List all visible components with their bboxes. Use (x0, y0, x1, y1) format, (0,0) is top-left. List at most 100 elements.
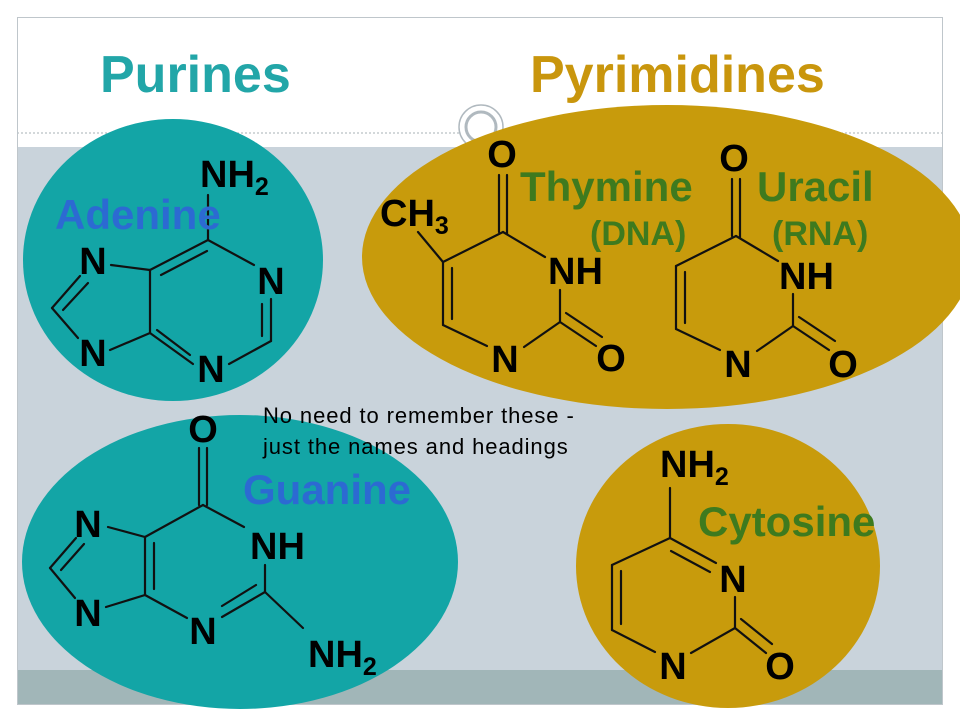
note-line-2: just the names and headings (262, 434, 569, 459)
thymine-nh-label: NH (548, 251, 603, 293)
guanine-backdrop (22, 415, 458, 709)
thymine-n-label: N (491, 339, 518, 381)
bond (220, 590, 267, 619)
pyrimidines-heading: Pyrimidines (530, 46, 825, 104)
bond-double-inner (220, 583, 258, 608)
methyl-main: CH (380, 193, 435, 235)
bond (143, 593, 189, 620)
guanine-name: Guanine (243, 466, 411, 513)
bond (522, 320, 562, 349)
bond (610, 536, 672, 567)
bond (148, 331, 195, 366)
amino-subscript: 2 (363, 653, 377, 681)
uracil-nucleic-acid: (RNA) (772, 215, 868, 253)
bond (108, 331, 152, 352)
amino-main: NH (200, 154, 255, 196)
uracil-name: Uracil (757, 163, 874, 210)
bond-double-inner (159, 249, 209, 277)
guanine-n3-label: N (189, 611, 216, 653)
bond (791, 324, 831, 352)
uracil-bottom-oxygen-label: O (828, 344, 858, 386)
bond (501, 230, 547, 259)
guanine-oxygen-label: O (188, 409, 218, 451)
adenine-amino-label: NH2 (200, 154, 269, 201)
uracil-n-label: N (724, 344, 751, 386)
bond (48, 536, 78, 570)
thymine-nucleic-acid: (DNA) (590, 215, 686, 253)
bond (755, 324, 795, 353)
bond (441, 323, 489, 348)
amino-subscript: 2 (715, 463, 729, 491)
bond-double-inner (59, 542, 86, 572)
cytosine-name: Cytosine (698, 498, 875, 545)
bond (668, 536, 718, 565)
thymine-top-oxygen-label: O (487, 134, 517, 176)
bond (263, 590, 305, 630)
bond (201, 503, 246, 529)
bond-double-inner (669, 549, 712, 574)
amino-main: NH (660, 444, 715, 486)
adenine-n1-label: N (257, 261, 284, 303)
thymine-bonds (416, 173, 604, 349)
cytosine-oxygen-label: O (765, 646, 795, 688)
guanine-structure: O N NH N N NH2 Guanine (48, 409, 411, 681)
uracil-nh-label: NH (779, 256, 834, 298)
bond-double-inner (797, 315, 837, 343)
bond (610, 628, 657, 654)
bond (206, 238, 256, 267)
slide-frame (17, 17, 943, 705)
bond (227, 339, 273, 366)
bond (109, 263, 152, 272)
guanine-bonds (48, 446, 305, 630)
adenine-n3-label: N (197, 349, 224, 391)
guanine-nh-label: NH (250, 526, 305, 568)
bond (148, 238, 210, 272)
adenine-n9-label: N (79, 333, 106, 375)
methyl-subscript: 3 (435, 212, 449, 240)
guanine-n7-label: N (74, 504, 101, 546)
bond (106, 525, 147, 539)
cytosine-amino-label: NH2 (660, 444, 729, 491)
bond (50, 306, 80, 340)
note-line-1: No need to remember these - (263, 403, 575, 428)
bond (674, 327, 722, 352)
adenine-n7-label: N (79, 241, 106, 283)
thymine-name: Thymine (520, 163, 693, 210)
bond (674, 234, 738, 268)
guanine-n9-label: N (74, 593, 101, 635)
amino-main: NH (308, 634, 363, 676)
bond (143, 503, 205, 539)
bond (50, 274, 82, 310)
thymine-methyl-label: CH3 (380, 193, 449, 240)
bond (416, 230, 445, 264)
bond (48, 566, 77, 600)
cytosine-n3-label: N (719, 559, 746, 601)
bond (441, 230, 505, 264)
cytosine-structure: NH2 N N O Cytosine (610, 444, 875, 688)
bond-double-inner (739, 617, 774, 646)
bond-double-inner (564, 311, 604, 339)
bond (689, 626, 737, 655)
thymine-structure: O CH3 NH N O Thymine (DNA) (380, 134, 693, 381)
adenine-backdrop (23, 119, 323, 401)
amino-subscript: 2 (255, 173, 269, 201)
guanine-amino-label: NH2 (308, 634, 377, 681)
bond (733, 626, 768, 655)
uracil-top-oxygen-label: O (719, 138, 749, 180)
purines-heading: Purines (100, 46, 291, 104)
adenine-name: Adenine (55, 191, 221, 238)
cytosine-backdrop (576, 424, 880, 708)
thymine-bottom-oxygen-label: O (596, 338, 626, 380)
pyrimidine-dna-rna-backdrop (362, 105, 960, 409)
bond (104, 593, 147, 609)
bond (734, 234, 780, 263)
adenine-structure: NH2 N N N N Adenine (50, 154, 285, 391)
memory-note: No need to remember these - just the nam… (262, 403, 575, 459)
bond (558, 320, 598, 348)
uracil-structure: O NH N O Uracil (RNA) (674, 138, 874, 386)
cytosine-n1-label: N (659, 646, 686, 688)
adenine-bonds (50, 193, 273, 366)
bond-double-inner (155, 328, 192, 357)
bond-double-inner (61, 281, 90, 312)
